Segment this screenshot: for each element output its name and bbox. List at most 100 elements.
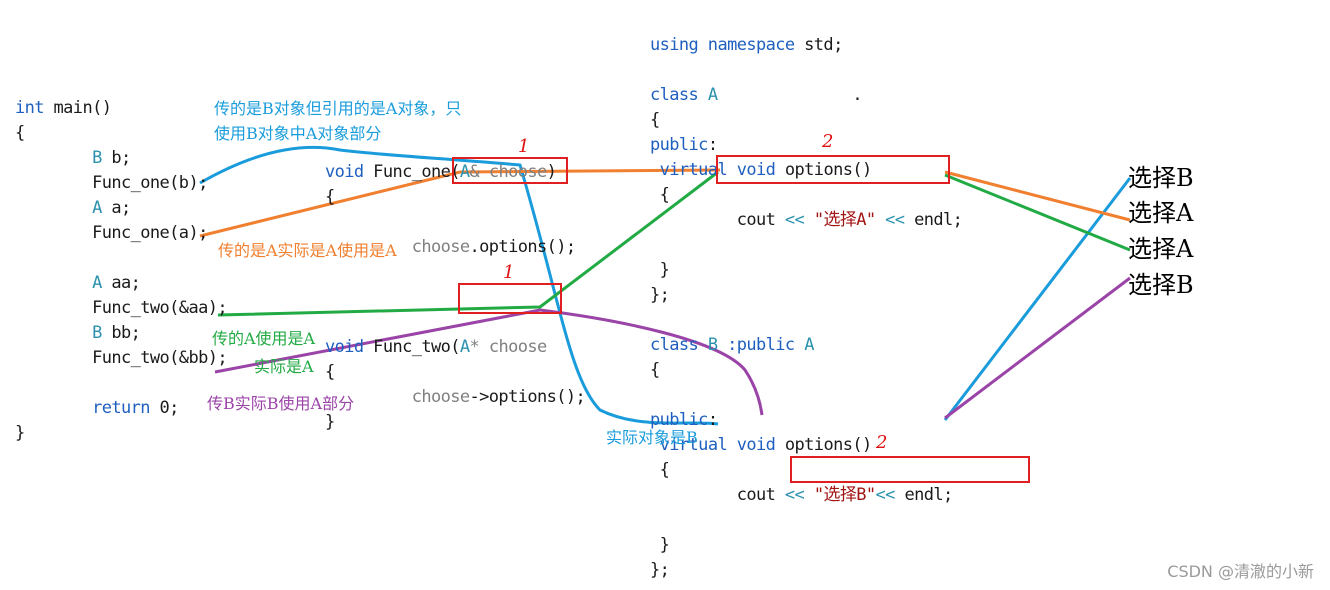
class-a-keyword: class [650,85,699,105]
class-a-op2: << [885,210,905,230]
class-b-options: options() [775,435,872,455]
green-output-line [944,173,1131,252]
class-a-public-colon: : [707,135,718,155]
output-3: 选择A [1128,235,1194,263]
func-one-body-call: .options(); [469,237,577,257]
class-b-cout-highlight [790,456,1030,483]
func-one-void: void [325,162,364,182]
watermark: CSDN @清澈的小新 [1167,562,1314,581]
main-code-block: int main() { B b; Func_one(b); A a; Func… [15,96,228,446]
orange-annotation: 传的是A实际是A使用是A [218,241,397,260]
green-flow-line [217,170,719,317]
class-b-base: A [794,335,814,355]
func-one-close-paren: ) [546,162,557,182]
marker-1-func-two: 1 [503,262,515,283]
class-b-public-colon: : [707,410,718,430]
marker-2-class-a: 2 [822,131,834,152]
main-type-a: A [92,198,102,218]
main-call-func-one-b: Func_one(b); [92,173,208,193]
class-b-keyword: class [650,335,699,355]
func-two-open-brace: { [325,362,335,382]
func-two-param: * choose [469,337,548,357]
green-annotation-line1: 传的A使用是A [212,329,316,348]
class-a-options-highlight [716,155,950,184]
output-1: 选择B [1128,164,1194,192]
main-call-func-two-bb: Func_two(&bb); [92,348,227,368]
marker-1-func-one: 1 [518,136,530,157]
class-b-inherit: :public [717,335,795,355]
class-b-virtual: virtual void [659,435,776,455]
func-two-param-type: A [459,337,470,357]
purple-flow-line [214,308,764,416]
main-signature: main() [43,98,112,118]
main-decl-aa: aa; [101,273,141,293]
class-b-close: }; [650,560,670,580]
class-a-cout: cout [736,210,785,230]
func-one-param-type: A [459,162,470,182]
class-b-method-close: } [659,535,670,555]
blue-flow-line [199,145,719,426]
func-two-body-object: choose [411,387,470,407]
class-a-string: "选择A" [804,210,886,230]
main-int-keyword: int [15,98,45,118]
class-b-name: B [698,335,718,355]
using-std: std; [794,35,843,55]
blue-output-line [943,177,1132,421]
main-return-value: 0; [149,398,180,418]
func-two-close-brace: } [325,412,335,432]
output-4: 选择B [1128,271,1194,299]
class-a-virtual: virtual void [659,160,776,180]
orange-flow-line [199,168,721,238]
func-one-param: & choose [469,162,548,182]
main-open-brace: { [15,123,25,143]
func-one-open-brace: { [325,187,335,207]
class-b-endl: endl; [894,485,953,505]
marker-2-class-b: 2 [876,432,888,453]
orange-output-line [944,170,1131,222]
func-two-void: void [325,337,364,357]
class-b-open-brace: { [650,360,660,380]
class-a-method-close: } [659,260,670,280]
using-keyword: using namespace [650,35,795,55]
class-b-public: public [650,410,708,430]
class-a-open-brace: { [650,110,660,130]
class-b-method-open: { [659,460,670,480]
blue-bottom-annotation: 实际对象是B [606,428,698,447]
func-one-body-object: choose [411,237,470,257]
purple-output-line [944,276,1131,420]
class-a-op1: << [784,210,805,230]
main-decl-b: b; [101,148,131,168]
class-a-public: public [650,135,708,155]
main-close-brace: } [15,423,25,443]
green-annotation-line2: 实际是A [254,357,314,376]
func-code-block: void Func_one(A& choose) { choose.option… [325,160,586,435]
class-a-method-open: { [659,185,670,205]
class-b-string: "选择B" [804,485,876,505]
func-one-name: Func_one( [363,162,460,182]
main-call-func-two-aa: Func_two(&aa); [92,298,227,318]
main-call-func-one-a: Func_one(a); [92,223,208,243]
class-a-close: }; [650,285,670,305]
class-a-options: options() [775,160,872,180]
func-one-param-highlight [452,157,568,184]
main-decl-a: a; [101,198,131,218]
class-b-op2: << [875,485,896,505]
main-type-aa: A [92,273,102,293]
main-type-bb: B [92,323,102,343]
purple-annotation: 传B实际B使用A部分 [207,394,355,413]
class-code-block: using namespace std; class A . { public:… [650,33,963,583]
func-two-name: Func_two( [363,337,460,357]
func-two-param-highlight [458,283,562,314]
blue-annotation-line1: 传的是B对象但引用的是A对象，只 [214,99,462,118]
stray-dot: . [852,85,862,105]
main-decl-bb: bb; [101,323,141,343]
class-b-cout: cout [736,485,785,505]
class-a-endl: endl; [904,210,963,230]
output-2: 选择A [1128,199,1194,227]
main-return-keyword: return [92,398,150,418]
class-b-op1: << [784,485,805,505]
main-type-b: B [92,148,102,168]
blue-annotation-line2: 使用B对象中A对象部分 [214,124,382,143]
class-a-name: A [698,85,718,105]
